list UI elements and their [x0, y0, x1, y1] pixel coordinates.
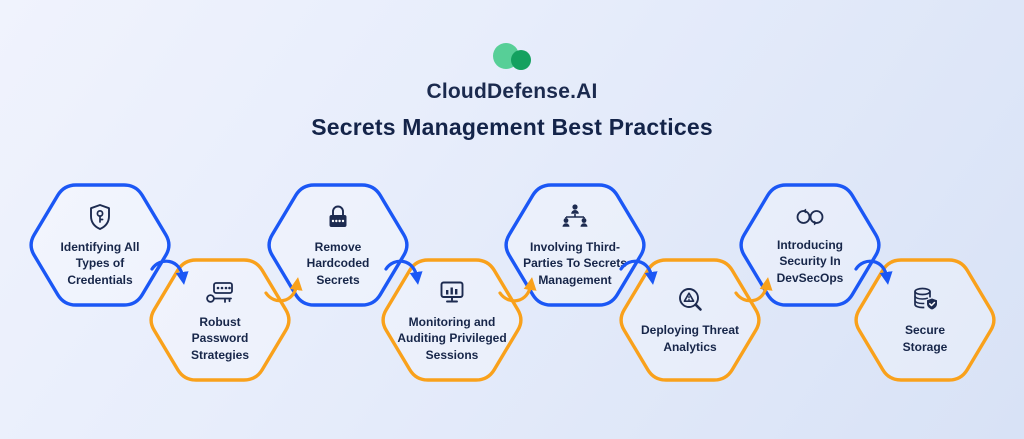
hexagon-outline [267, 183, 409, 307]
padlock-icon [323, 202, 353, 232]
flow-arrow-up-icon [498, 277, 537, 303]
flow-arrow-down-icon [854, 259, 893, 285]
hexagon-outline [381, 258, 523, 382]
hexagon-outline [619, 258, 761, 382]
flow-arrow-down-icon [619, 259, 658, 285]
step-label: Robust Password Strategies [190, 315, 250, 362]
hexagon-outline [149, 258, 291, 382]
clouddefense-logo-icon [493, 43, 531, 70]
hexagon-outline [29, 183, 171, 307]
page-title: Secrets Management Best Practices [311, 114, 713, 140]
step-hexagon-5: Involving Third- Parties To Secrets Mana… [499, 179, 651, 311]
flow-arrow-down-icon [150, 259, 189, 285]
step-label: Involving Third- Parties To Secrets Mana… [523, 240, 627, 287]
step-hexagon-1: Identifying All Types of Credentials [24, 179, 176, 311]
step-hexagon-2: Robust Password Strategies [144, 254, 296, 386]
step-hexagon-6: Deploying Threat Analytics [614, 254, 766, 386]
org-hierarchy-icon [559, 202, 591, 232]
devops-loop-icon [793, 204, 827, 230]
step-hexagon-4: Monitoring and Auditing Privileged Sessi… [376, 254, 528, 386]
step-hexagon-8: Secure Storage [849, 254, 1001, 386]
hexagon-outline [739, 183, 881, 307]
monitoring-chart-icon [437, 277, 467, 307]
step-hexagon-3: Remove Hardcoded Secrets [262, 179, 414, 311]
threat-magnifier-icon [675, 285, 705, 315]
step-label: Introducing Security In DevSecOps [776, 238, 844, 285]
step-label: Secure Storage [902, 323, 948, 354]
step-label: Deploying Threat Analytics [640, 323, 739, 354]
database-shield-icon [910, 285, 940, 315]
step-label: Identifying All Types of Credentials [60, 240, 140, 287]
flow-arrow-down-icon [384, 259, 423, 285]
step-label: Remove Hardcoded Secrets [306, 240, 370, 287]
step-label: Monitoring and Auditing Privileged Sessi… [397, 315, 507, 362]
password-key-icon [204, 277, 236, 307]
flow-arrow-up-icon [734, 277, 773, 303]
brand-header: CloudDefense.AI [0, 40, 1024, 104]
credentials-key-icon [85, 202, 115, 232]
hexagon-outline [854, 258, 996, 382]
hexagon-outline [504, 183, 646, 307]
brand-name: CloudDefense.AI [426, 80, 598, 103]
step-hexagon-7: Introducing Security In DevSecOps [734, 179, 886, 311]
flow-arrow-up-icon [264, 277, 303, 303]
